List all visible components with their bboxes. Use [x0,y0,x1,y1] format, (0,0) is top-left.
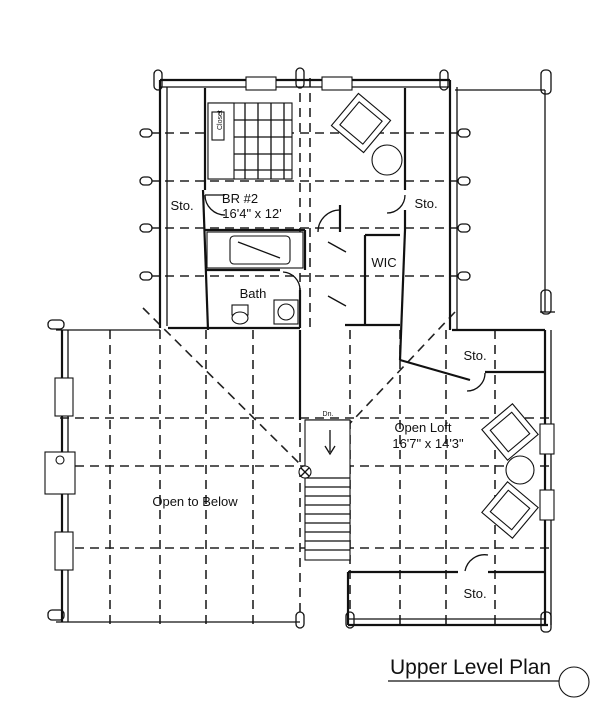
storage-bottom-label: Sto. [463,586,486,601]
storage-right-label: Sto. [414,196,437,211]
toilet-icon [231,304,249,325]
bathtub-icon [206,231,304,269]
bedroom-2-label: BR #2 [222,191,258,206]
exterior-walls [44,76,555,627]
storage-left-label: Sto. [170,198,193,213]
north-arrow-icon [558,666,590,698]
open-to-below-label: Open to Below [152,494,238,509]
storage-mid-label: Sto. [463,348,486,363]
stairs-down-label: Dn. [323,411,334,418]
sink-icon [273,299,299,325]
loft-armchair-icon [481,403,539,461]
stairs-icon [298,419,351,561]
bedroom-2-size: 16'4" x 12' [222,206,281,221]
walk-in-closet-label: WIC [371,255,396,270]
open-loft-size: 16'7" x 14'3" [392,436,464,451]
armchair-icon [330,92,403,176]
loft-armchair-icon-2 [481,481,539,539]
open-loft-label: Open Loft [394,420,451,435]
doors [204,194,489,572]
interior-walls [168,88,545,625]
closet-label: Closet [217,110,224,130]
bed-icon: Closet [207,102,293,180]
side-table-icon [505,455,535,485]
plan-title: Upper Level Plan [390,656,551,679]
bath-label: Bath [240,286,267,301]
